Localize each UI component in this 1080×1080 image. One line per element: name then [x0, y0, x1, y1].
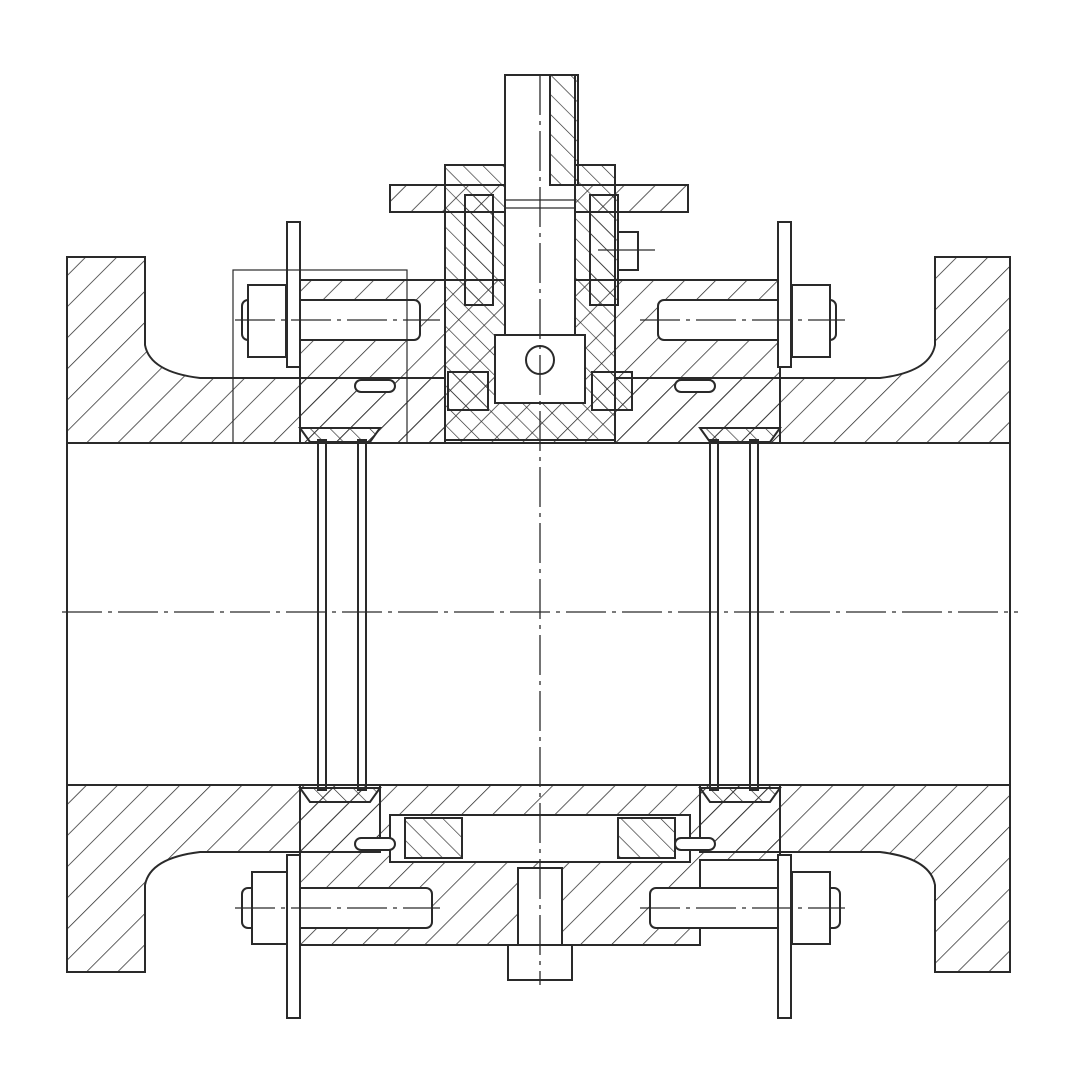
- flange-plate-bottom-left: [286, 854, 301, 1019]
- flange-plate-top-right: [777, 221, 792, 368]
- top-trunnion-right: [591, 371, 633, 411]
- seats: [298, 379, 782, 851]
- flange-plate-bottom-right: [777, 854, 792, 1019]
- bottom-trunnion-right: [617, 817, 676, 859]
- top-trunnion-left: [447, 371, 489, 411]
- gland-bolt: [617, 231, 639, 271]
- packing-left: [464, 194, 494, 306]
- nut-top-right: [791, 284, 831, 358]
- bore: [67, 444, 1010, 784]
- nut-top-left: [247, 284, 287, 358]
- stem-key: [549, 74, 579, 186]
- bottom-trunnion-left: [404, 817, 463, 859]
- flange-plate-top-left: [286, 221, 301, 368]
